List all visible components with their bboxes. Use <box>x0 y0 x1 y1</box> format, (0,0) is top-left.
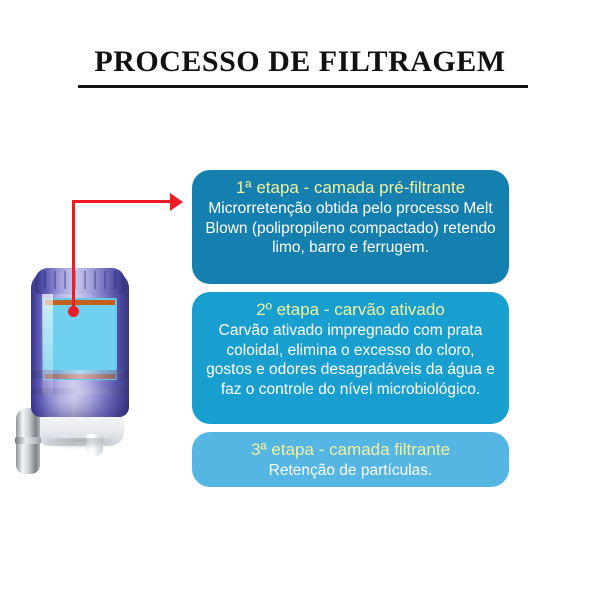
step-1-body: Microrretenção obtida pelo processo Melt… <box>205 200 496 256</box>
filter-base-shadow <box>40 438 120 450</box>
step-card-3: 3ª etapa - camada filtrante Retenção de … <box>192 432 509 487</box>
cap-rib <box>74 271 76 289</box>
cap-rib <box>84 271 86 289</box>
step-1-heading: 1ª etapa - camada pré-filtrante <box>235 178 466 197</box>
step-card-2: 2º etapa - carvão ativado Carvão ativado… <box>192 292 509 424</box>
faucet-collar <box>15 437 41 444</box>
page-title: PROCESSO DE FILTRAGEM <box>94 45 506 78</box>
step-2-body: Carvão ativado impregnado com prata colo… <box>206 322 495 398</box>
filter-spout <box>86 434 103 456</box>
housing-ring-lower <box>32 388 128 395</box>
pointer-line-horizontal <box>72 200 172 203</box>
cap-rib <box>114 271 116 289</box>
step-2-heading: 2º etapa - carvão ativado <box>256 300 445 319</box>
step-3-body: Retenção de partículas. <box>268 462 433 479</box>
step-3-heading: 3ª etapa - camada filtrante <box>250 440 451 459</box>
cap-rib <box>64 271 66 289</box>
housing-ring-upper <box>32 370 128 379</box>
cartridge-top-band <box>45 300 115 305</box>
pointer-line-vertical <box>72 202 75 312</box>
cap-rib <box>54 271 56 289</box>
page-header: PROCESSO DE FILTRAGEM <box>0 44 600 88</box>
filter-cartridge-window <box>43 298 117 380</box>
title-underline <box>78 85 528 88</box>
cap-rib <box>104 271 106 289</box>
step-card-1: 1ª etapa - camada pré-filtrante Microrre… <box>192 170 509 284</box>
cap-rib <box>44 271 46 289</box>
water-filter-image: ⤋ ⤋ ⤋ <box>14 262 154 492</box>
pointer-arrow-icon <box>170 193 183 211</box>
cap-rib <box>94 271 96 289</box>
filter-cap <box>35 268 125 294</box>
housing-highlight <box>42 276 53 396</box>
